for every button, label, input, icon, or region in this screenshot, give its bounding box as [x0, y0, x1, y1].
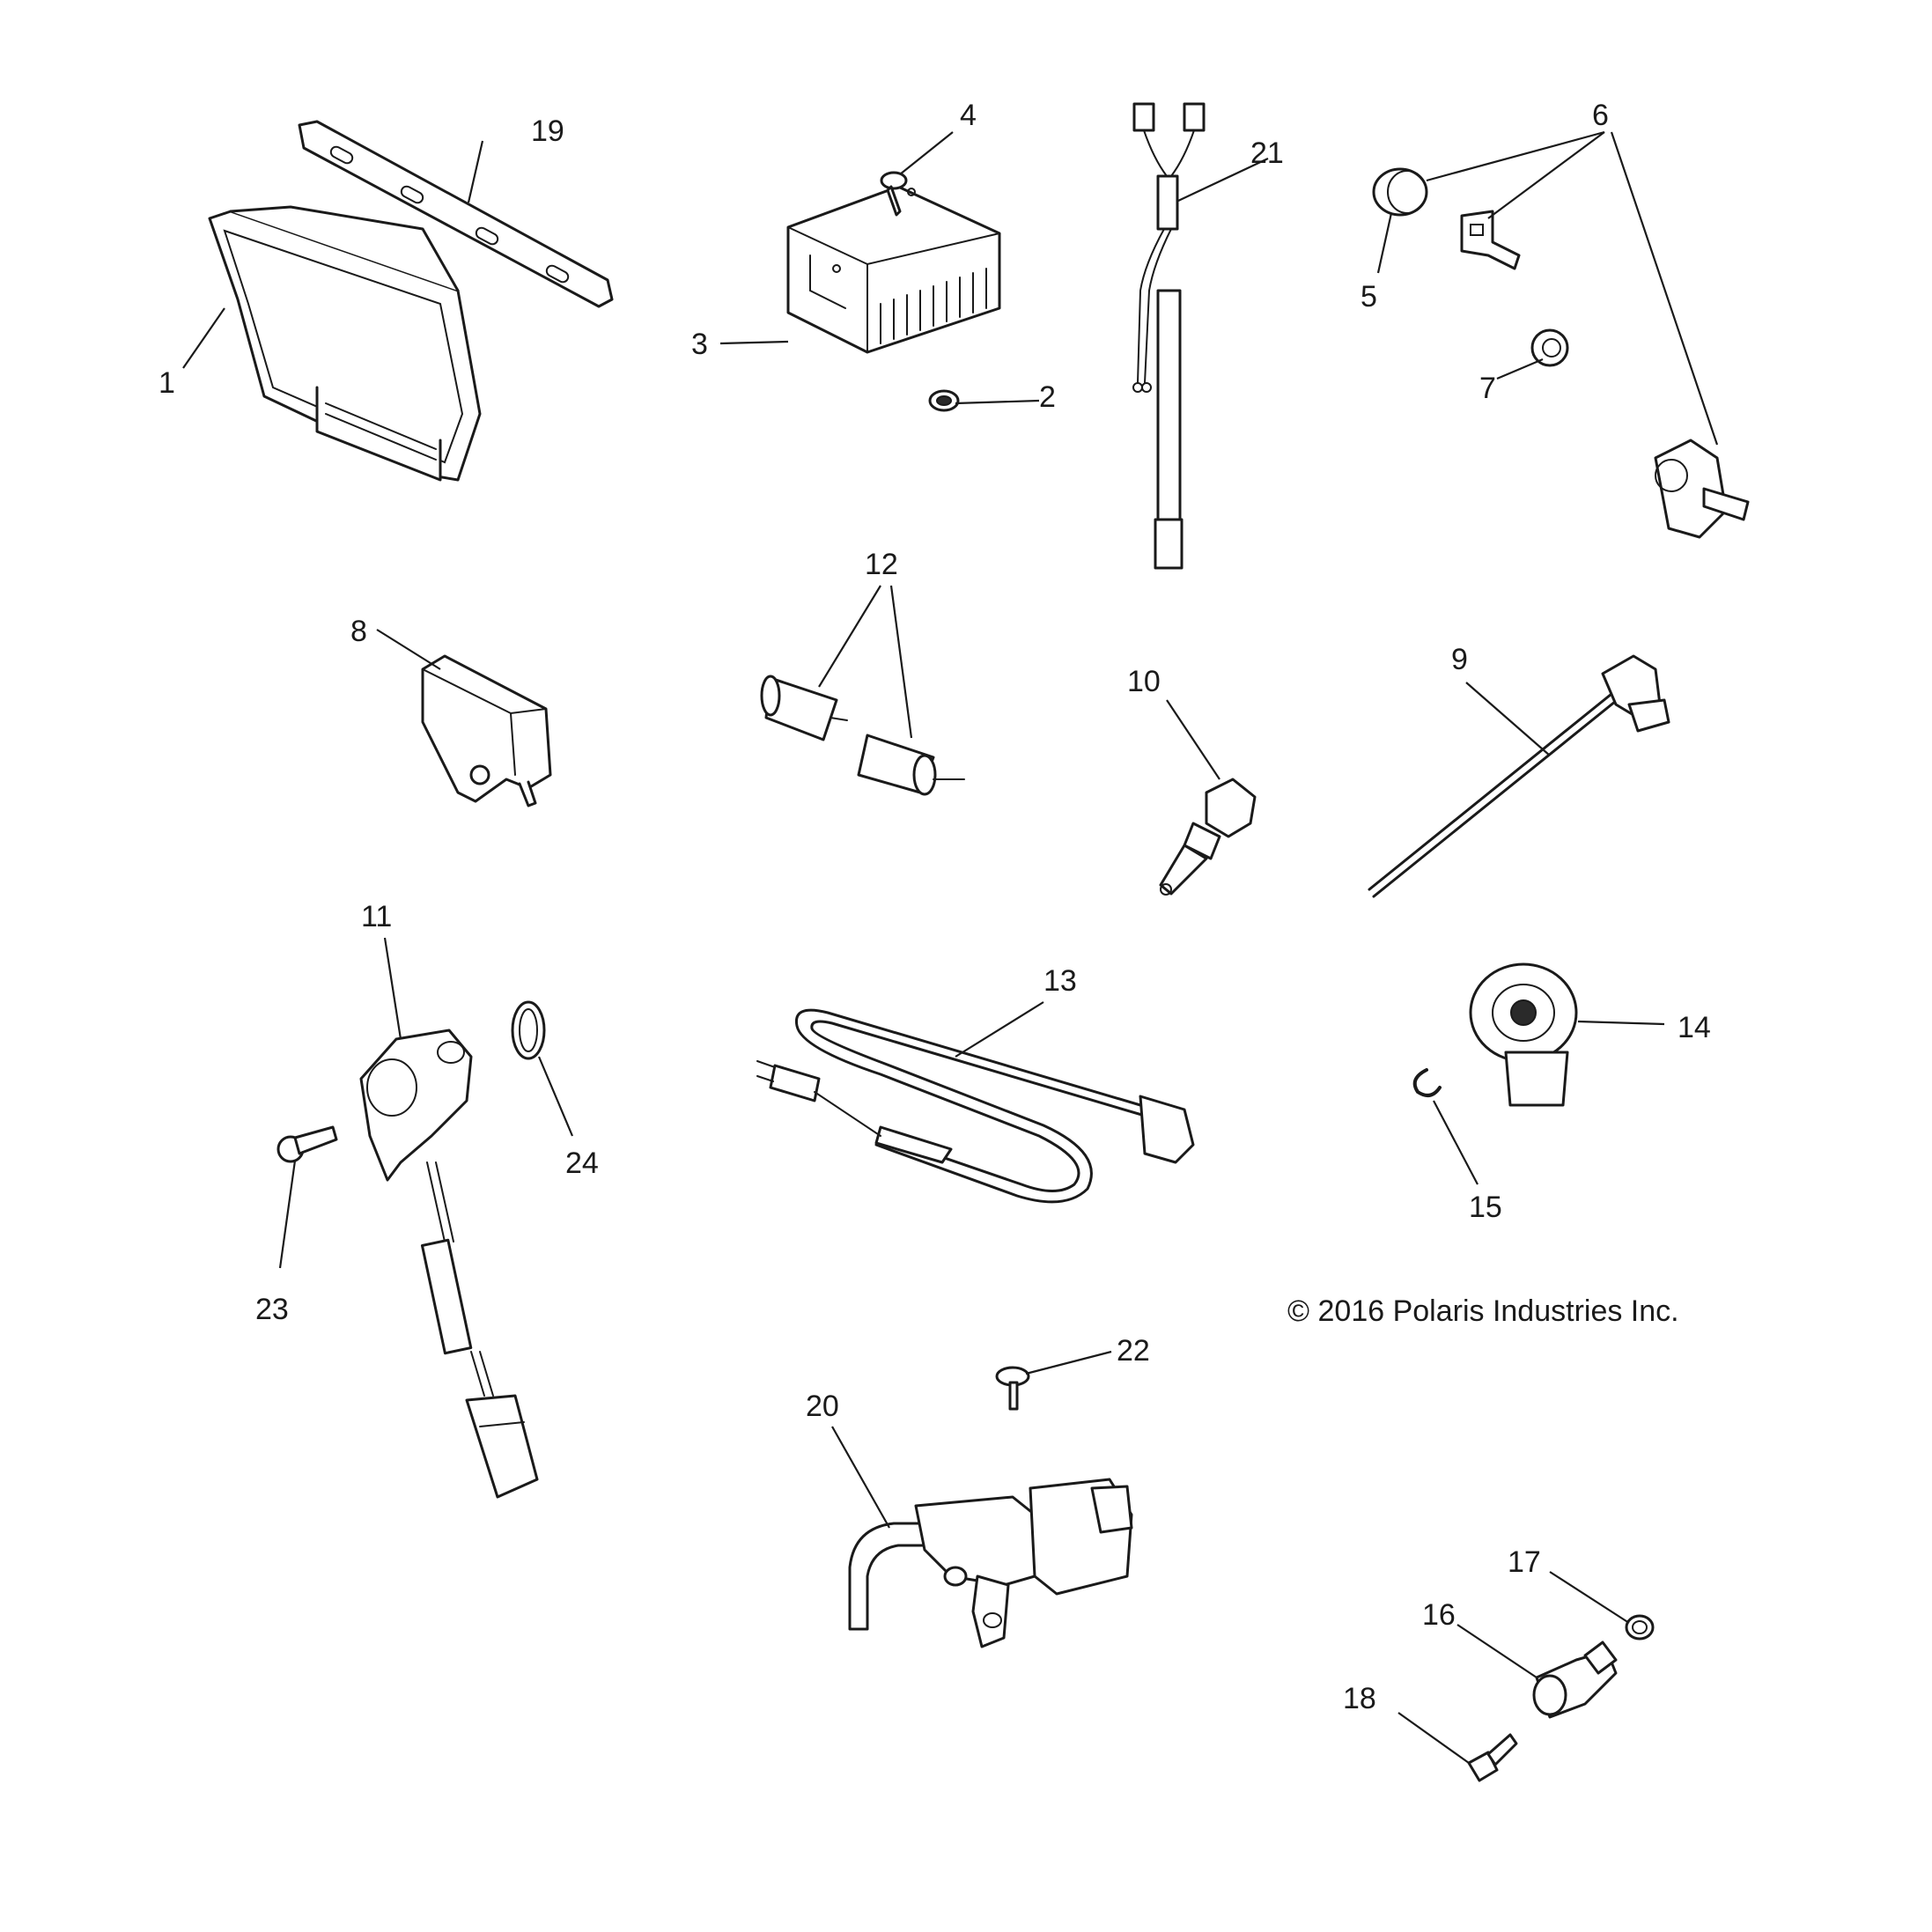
copyright-notice: © 2016 Polaris Industries Inc.: [1287, 1294, 1679, 1328]
callout-3: 3: [691, 328, 708, 361]
part-9-probe-sensor: [1368, 654, 1670, 898]
callout-11: 11: [361, 900, 392, 933]
callout-24: 24: [565, 1147, 599, 1180]
part-3-module: [786, 185, 1001, 354]
callout-12: 12: [865, 548, 898, 581]
callout-2: 2: [1039, 380, 1056, 414]
part-14-knock-sensor: [1469, 962, 1578, 1107]
part-2-grommet: [928, 389, 960, 412]
callout-23: 23: [255, 1293, 289, 1326]
callout-19: 19: [531, 114, 564, 148]
part-22-screw: [995, 1366, 1030, 1411]
part-18-bolt: [1467, 1733, 1518, 1782]
part-17-oring: [1625, 1614, 1655, 1641]
part-12-cylinder-b: [857, 734, 965, 796]
part-23-bolt: [277, 1125, 338, 1163]
part-10-temp-sensor: [1159, 778, 1257, 896]
callout-21: 21: [1250, 136, 1284, 170]
part-7-nut: [1530, 328, 1569, 367]
callout-8: 8: [350, 615, 367, 648]
callout-20: 20: [806, 1390, 839, 1423]
part-21-harness: [1132, 102, 1206, 570]
part-11-tps-sensor: [359, 1029, 539, 1499]
callout-18: 18: [1343, 1682, 1376, 1715]
callout-16: 16: [1422, 1598, 1456, 1632]
callout-9: 9: [1451, 643, 1468, 676]
callout-14: 14: [1678, 1011, 1711, 1044]
callout-1: 1: [159, 366, 175, 400]
callout-6: 6: [1592, 99, 1609, 132]
part-20-valve-assembly: [848, 1478, 1133, 1648]
callout-5: 5: [1361, 280, 1377, 313]
part-24-oring: [511, 1000, 546, 1060]
part-12-cylinder-a: [760, 675, 848, 741]
part-19-bracket: [298, 120, 614, 308]
part-16-speed-sensor: [1532, 1641, 1618, 1719]
leader-lines: [182, 130, 1719, 1764]
callout-15: 15: [1469, 1191, 1502, 1224]
callout-10: 10: [1127, 665, 1161, 698]
part-13-loop-harness: [756, 1008, 1195, 1204]
part-6-switch: [1654, 439, 1750, 539]
part-8-map-sensor: [421, 654, 552, 807]
callout-labels: 1 2 3 4 5 6 7 8 9 10 11 12 13 14 15 16 1…: [159, 99, 1711, 1715]
callout-4: 4: [960, 99, 977, 132]
part-4-screw: [880, 171, 908, 217]
callout-22: 22: [1117, 1334, 1150, 1368]
callout-7: 7: [1479, 372, 1496, 405]
callout-13: 13: [1043, 964, 1077, 998]
part-6-key: [1460, 210, 1521, 270]
callout-17: 17: [1508, 1545, 1541, 1579]
part-15-clip: [1412, 1068, 1442, 1097]
part-1-ecu: [208, 205, 482, 482]
part-5-cap: [1372, 167, 1428, 217]
